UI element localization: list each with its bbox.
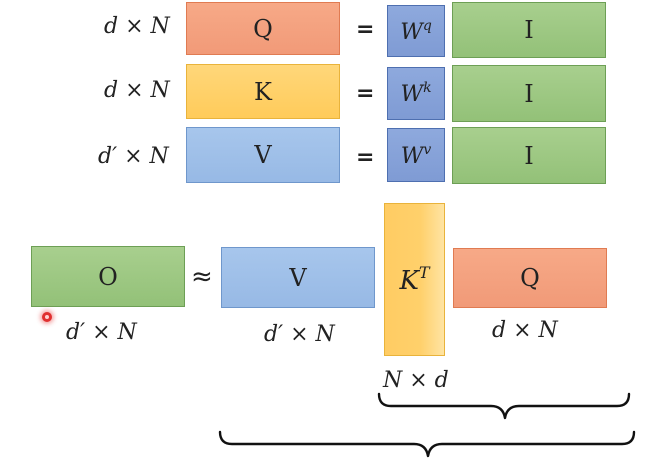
- row-3-dimension: d′ × N: [98, 144, 169, 169]
- cursor-marker: [42, 312, 52, 322]
- q-matrix-label: Q: [253, 14, 273, 43]
- wv-base: W: [400, 143, 424, 169]
- row-1-dimension: d × N: [104, 14, 170, 39]
- kt-matrix: KT: [384, 203, 445, 356]
- kt-base: K: [399, 266, 419, 296]
- output-matrix: O: [31, 246, 185, 307]
- input-matrix-3: I: [452, 127, 606, 184]
- v-matrix: V: [186, 127, 340, 183]
- wq-sup: q: [422, 17, 432, 34]
- input-matrix-3-label: I: [524, 141, 534, 170]
- wk-sup: k: [423, 80, 432, 96]
- wq-base: W: [400, 19, 423, 45]
- kt-dimension: N × d: [383, 368, 449, 393]
- input-matrix-1-label: I: [524, 16, 534, 44]
- equals-sign-1: =: [356, 17, 375, 42]
- v-bottom-dimension: d′ × N: [264, 322, 335, 347]
- q-bottom-dimension: d × N: [492, 318, 558, 343]
- kt-sup: T: [418, 263, 430, 282]
- kt-q-brace: [377, 392, 631, 420]
- v-matrix-bottom: V: [221, 247, 375, 308]
- input-matrix-2-label: I: [524, 79, 534, 108]
- output-dimension: d′ × N: [66, 320, 137, 345]
- q-matrix-bottom-label: Q: [520, 264, 540, 292]
- wv-matrix: Wv: [387, 128, 445, 182]
- k-matrix-label: K: [254, 77, 272, 106]
- k-matrix: K: [186, 64, 340, 119]
- q-matrix: Q: [186, 2, 340, 55]
- input-matrix-2: I: [452, 65, 606, 122]
- v-matrix-label: V: [254, 141, 272, 169]
- full-product-brace: [218, 430, 636, 458]
- wq-matrix: Wq: [387, 5, 445, 57]
- v-matrix-bottom-label: V: [289, 263, 307, 292]
- input-matrix-1: I: [452, 2, 606, 58]
- output-matrix-label: O: [98, 262, 118, 291]
- equals-sign-3: =: [356, 145, 375, 170]
- approx-sign: ≈: [191, 262, 213, 292]
- equals-sign-2: =: [356, 81, 375, 106]
- row-2-dimension: d × N: [104, 78, 170, 103]
- wk-base: W: [400, 82, 424, 107]
- wk-matrix: Wk: [387, 67, 445, 120]
- wv-sup: v: [423, 141, 432, 158]
- q-matrix-bottom: Q: [453, 248, 607, 308]
